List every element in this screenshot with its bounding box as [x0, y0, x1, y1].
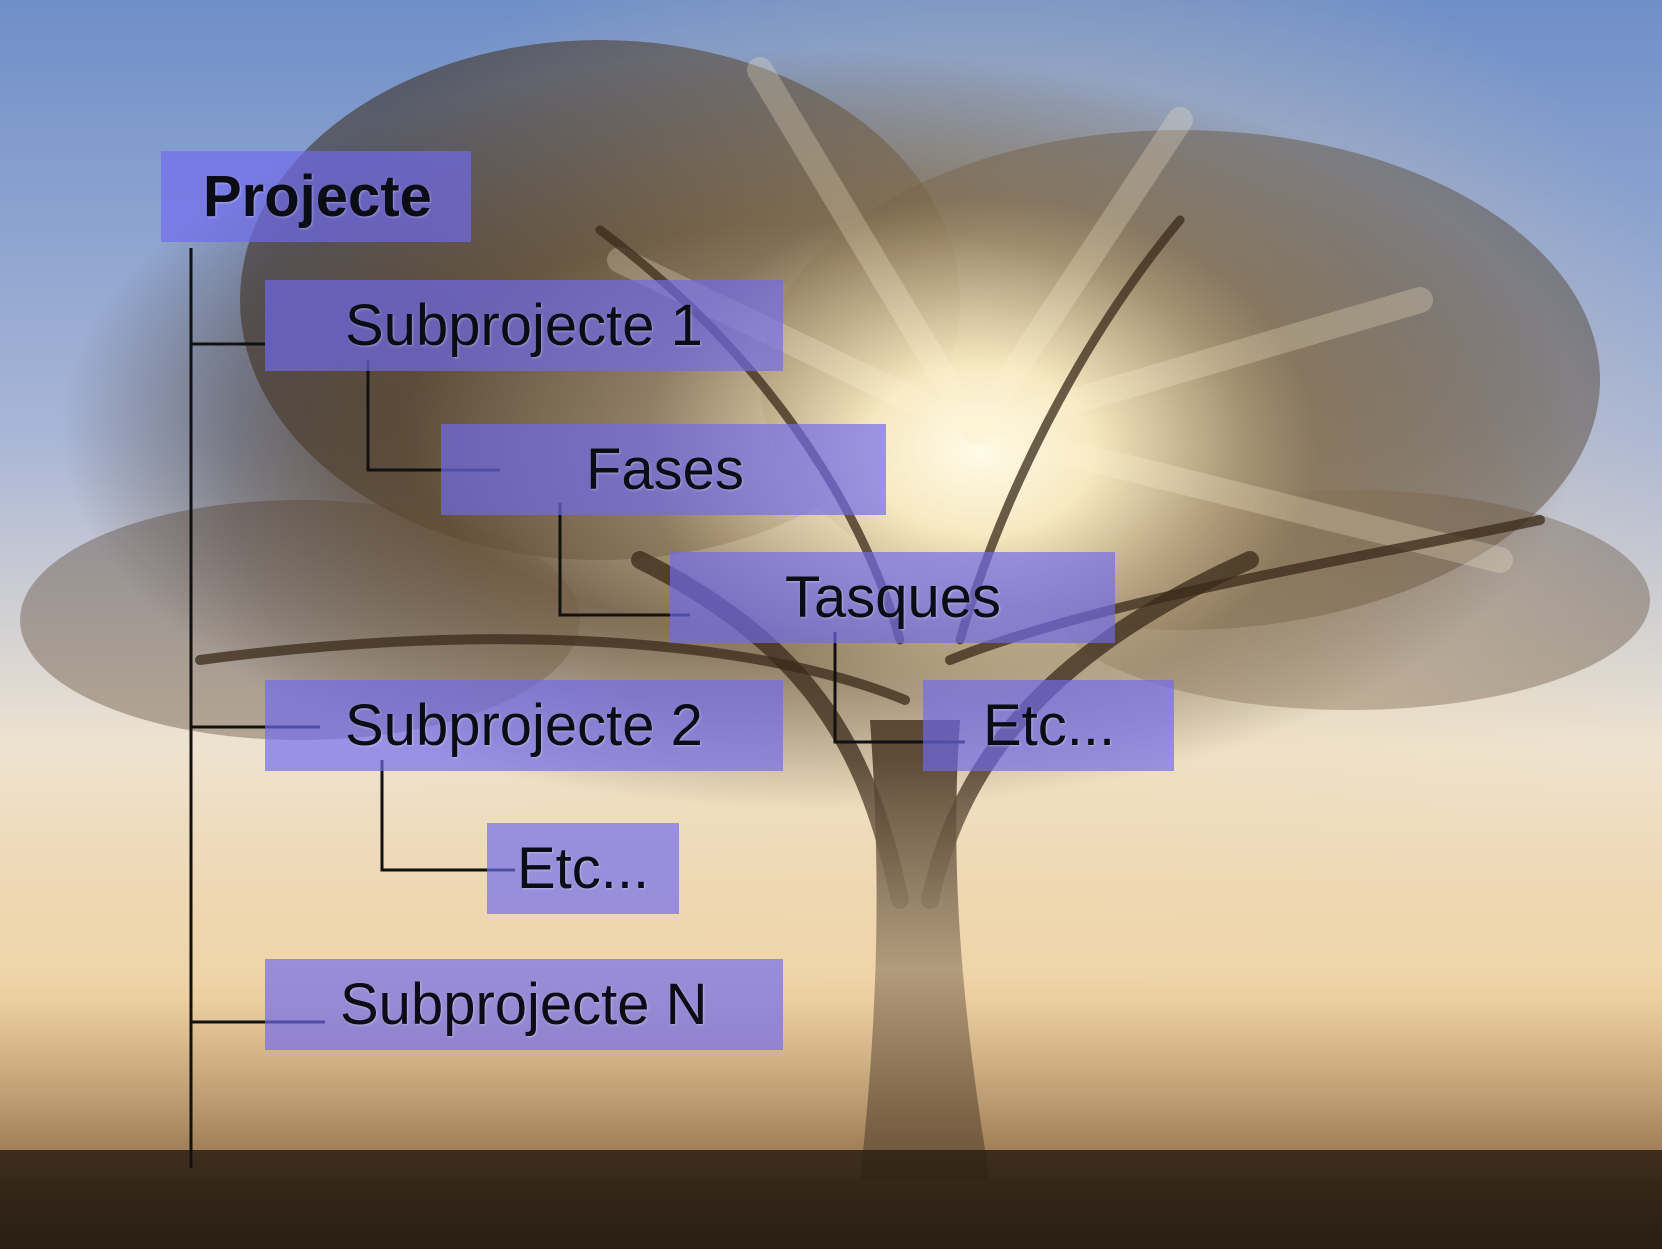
- node-subprojecte-2-label: Subprojecte 2: [345, 692, 703, 758]
- node-subprojecte-1-label: Subprojecte 1: [345, 292, 703, 358]
- node-tasques-etc: Etc...: [923, 680, 1174, 771]
- node-subprojecte-n: Subprojecte N: [265, 959, 783, 1050]
- node-fases: Fases: [441, 424, 886, 515]
- node-tasques: Tasques: [670, 552, 1115, 643]
- node-tasques-label: Tasques: [785, 564, 1002, 630]
- node-tasques-etc-label: Etc...: [983, 692, 1116, 758]
- node-subprojecte-2-etc: Etc...: [487, 823, 679, 914]
- node-fases-label: Fases: [586, 436, 744, 502]
- node-subprojecte-n-label: Subprojecte N: [340, 971, 708, 1037]
- node-subprojecte-2-etc-label: Etc...: [517, 835, 650, 901]
- node-projecte-label: Projecte: [203, 163, 432, 229]
- node-subprojecte-1: Subprojecte 1: [265, 280, 783, 371]
- node-subprojecte-2: Subprojecte 2: [265, 680, 783, 771]
- node-projecte: Projecte: [161, 151, 471, 242]
